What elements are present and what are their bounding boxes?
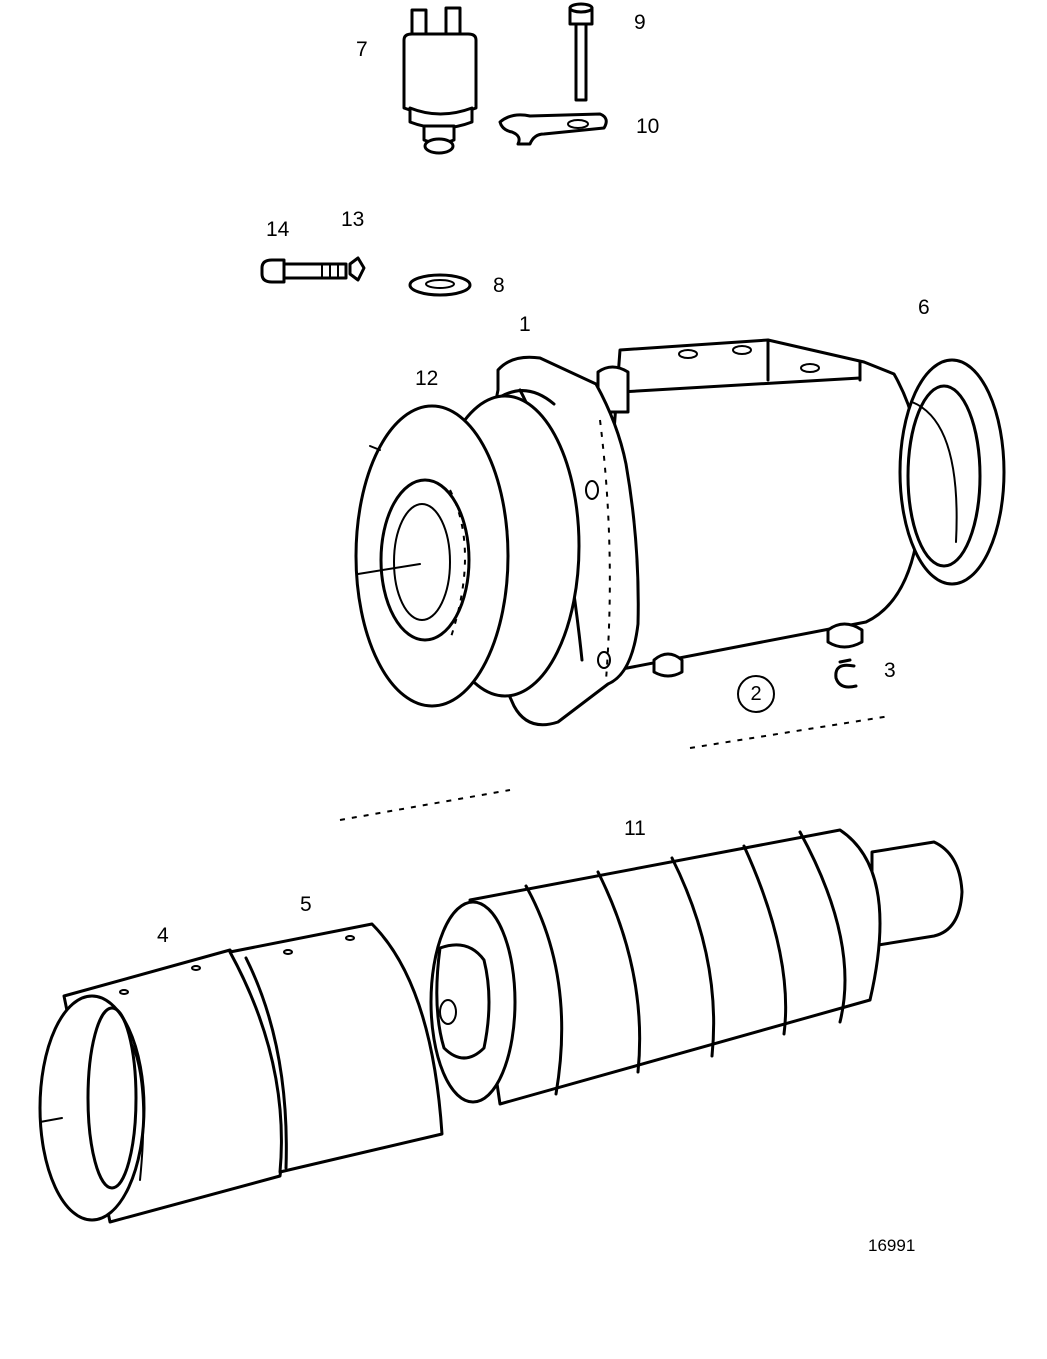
drawing-number: 16991 [868, 1236, 916, 1255]
callout-label-8: 8 [493, 274, 505, 297]
callout-label-13: 13 [341, 208, 365, 231]
callout-label-11: 11 [624, 817, 646, 840]
lock-washer-part-13 [348, 256, 366, 282]
link-plate-part-10 [498, 112, 608, 146]
armature-part-11 [429, 828, 964, 1106]
sleeve-part-5 [228, 922, 444, 1174]
callout-label-14: 14 [266, 218, 290, 241]
screw-part-14 [260, 258, 348, 284]
callout-label-2: 2 [737, 675, 775, 713]
callout-label-5: 5 [300, 893, 312, 916]
dashed-guide-line [689, 715, 891, 749]
solenoid-switch-part-7 [402, 6, 478, 155]
drive-end-shield-part-12 [354, 394, 581, 708]
bolt-part-9 [568, 2, 594, 102]
washer-part-8 [408, 273, 472, 297]
callout-label-1: 1 [519, 313, 531, 336]
callout-label-6: 6 [918, 296, 930, 319]
dashed-guide-line [339, 789, 511, 821]
callout-label-12: 12 [415, 367, 439, 390]
end-cover-part-6 [898, 358, 1006, 586]
callout-label-7: 7 [356, 38, 368, 61]
callout-label-3: 3 [884, 659, 896, 682]
callout-label-4: 4 [157, 924, 169, 947]
sleeve-part-4 [38, 948, 286, 1224]
callout-label-10: 10 [636, 115, 660, 138]
callout-label-9: 9 [634, 11, 646, 34]
clip-part-3 [834, 658, 858, 689]
